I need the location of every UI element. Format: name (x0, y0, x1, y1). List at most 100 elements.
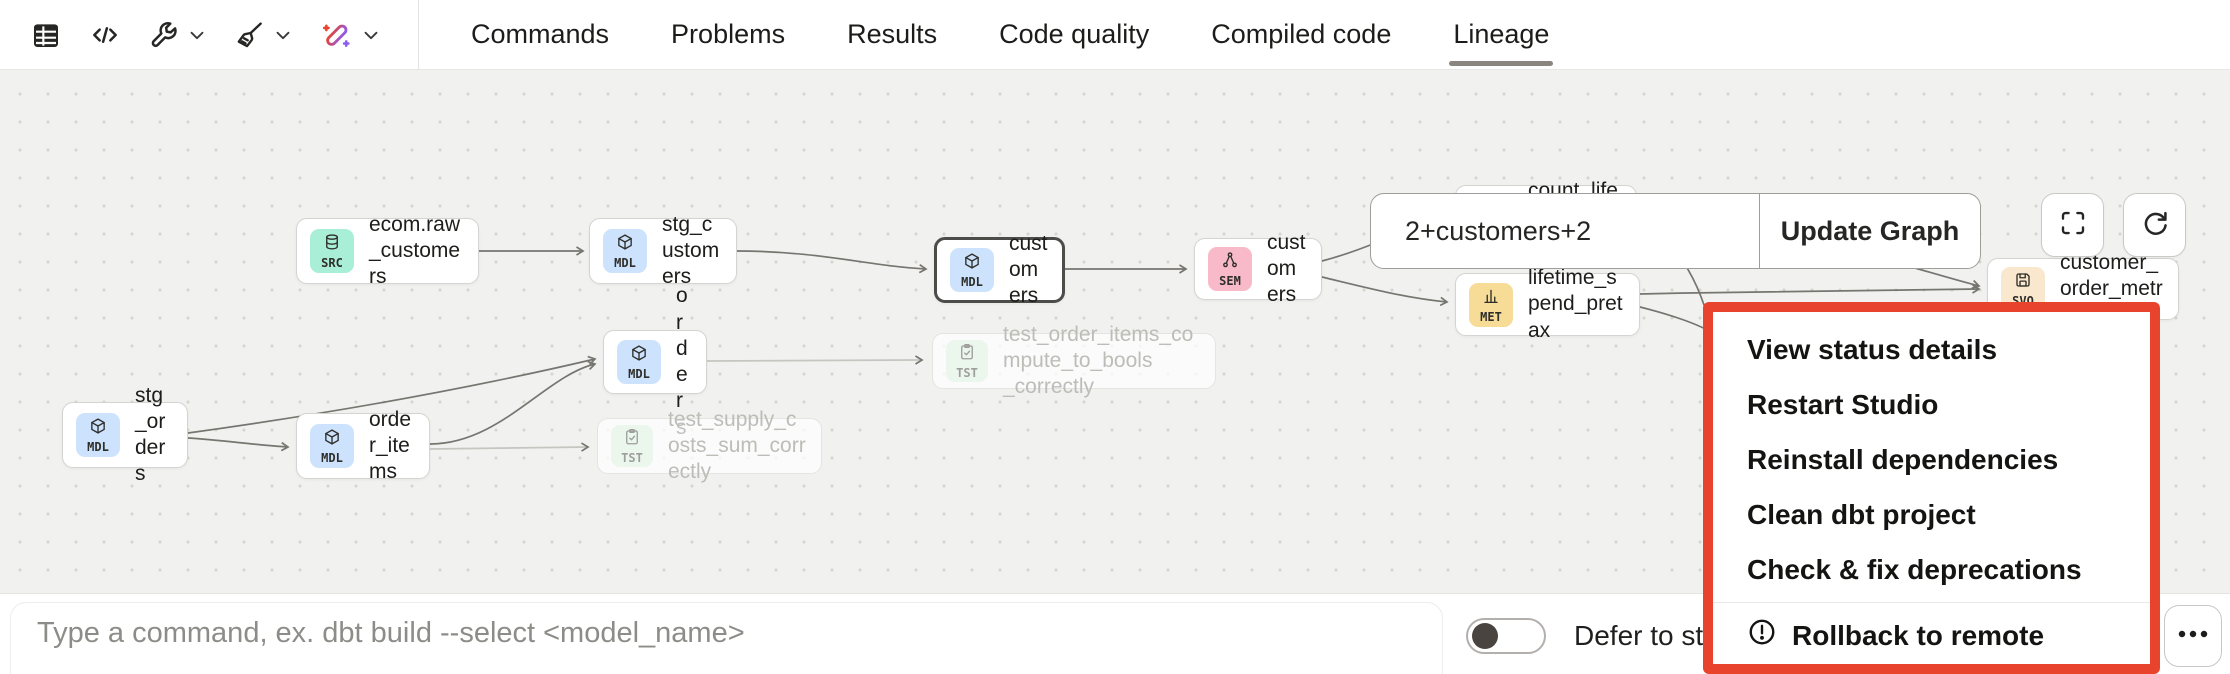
wrench-icon (148, 19, 180, 51)
node-type-label: MDL (961, 275, 983, 289)
node-type-badge: SRC (310, 229, 354, 273)
cube-icon (616, 233, 634, 256)
menu-item-check-fix-deprecations[interactable]: Check & fix deprecations (1713, 542, 2150, 597)
defer-toggle[interactable] (1466, 618, 1546, 654)
menu-item-label: Reinstall dependencies (1747, 443, 2059, 475)
table-icon (30, 19, 62, 51)
refresh-button[interactable] (2123, 193, 2186, 257)
chevron-down-icon (360, 24, 382, 46)
edge-lifetime-spend-pretax-to-junction (1639, 306, 1710, 332)
menu-item-clean-dbt-project[interactable]: Clean dbt project (1713, 487, 2150, 542)
graph-node-stg-orders[interactable]: MDL stg_orders (62, 384, 188, 485)
node-label: test_order_items_compute_to_bools _corre… (1003, 322, 1194, 399)
menu-item-label: View status details (1747, 333, 1998, 365)
node-label: stg_orders (135, 383, 166, 486)
menu-divider (1713, 602, 2150, 603)
node-type-label: SEM (1219, 274, 1241, 288)
edge-lifetime-spend-pretax-to-customer-order-metrics (1639, 284, 1981, 295)
fullscreen-button[interactable] (2041, 193, 2104, 257)
tab-results[interactable]: Results (847, 19, 938, 49)
chevron-down-icon (186, 24, 208, 46)
tab-commands[interactable]: Commands (471, 19, 610, 49)
node-type-label: MDL (321, 451, 343, 465)
node-type-badge: MET (1469, 282, 1513, 327)
top-toolbar: Commands Problems Results Code quality Compi… (0, 0, 2230, 70)
graph-node-orders[interactable]: MDLorders (603, 284, 707, 439)
menu-item-label: Rollback to remote (1792, 619, 2045, 651)
ai-fix-button[interactable] (320, 18, 382, 52)
menu-item-rollback-to-remote[interactable]: Rollback to remote (1713, 608, 2150, 663)
lineage-edges (187, 212, 1981, 452)
test-icon (623, 428, 641, 451)
graph-node-test-supply-costs[interactable]: TST test_supply_costs_sum_correctly (597, 408, 822, 483)
graph-selector-bar: Update Graph (1370, 193, 1981, 269)
editor-icon-group (0, 0, 418, 69)
edge-stg-orders-to-orders (187, 355, 597, 434)
graph-node-test-order-items[interactable]: TST test_order_items_compute_to_bools _co… (932, 323, 1216, 398)
magic-wand-icon (320, 18, 354, 52)
node-type-badge: MDL (310, 424, 354, 468)
cube-icon (963, 252, 981, 275)
node-type-label: SRC (321, 256, 343, 270)
menu-item-view-status-details[interactable]: View status details (1713, 322, 2150, 377)
edge-stg-customers-to-customers-model (736, 250, 928, 274)
node-type-label: TST (956, 366, 978, 380)
refresh-icon (2139, 207, 2171, 244)
node-label: customers (1267, 230, 1306, 307)
chevron-down-icon (272, 24, 294, 46)
code-view-button[interactable] (88, 19, 122, 51)
node-label: order_items (369, 407, 412, 484)
menu-item-label: Clean dbt project (1747, 498, 1976, 530)
cube-icon (89, 417, 107, 440)
database-icon (323, 233, 341, 256)
node-type-badge: MDL (617, 340, 661, 384)
tab-problems[interactable]: Problems (671, 19, 786, 49)
build-tools-button[interactable] (148, 19, 208, 51)
table-view-button[interactable] (30, 19, 62, 51)
edge-order-items-to-orders (429, 360, 597, 445)
menu-item-reinstall-dependencies[interactable]: Reinstall dependencies (1713, 432, 2150, 487)
node-label: lifetime_spend_pretax (1528, 266, 1623, 342)
node-type-label: MDL (614, 256, 636, 270)
alert-circle-icon (1747, 617, 1777, 654)
selector-input[interactable] (1371, 194, 1759, 268)
toggle-knob (1472, 623, 1498, 649)
node-type-badge: MDL (603, 229, 647, 273)
code-icon (88, 19, 122, 51)
saved-query-icon (2014, 271, 2032, 294)
toolbar-divider (418, 0, 419, 70)
node-type-badge: TST (946, 340, 988, 382)
edge-order-items-to-test-supply-costs (429, 442, 590, 452)
update-graph-button[interactable]: Update Graph (1759, 194, 1980, 268)
more-options-button[interactable] (2164, 605, 2222, 667)
graph-node-order-items[interactable]: MDL order_items (296, 408, 430, 483)
menu-item-restart-studio[interactable]: Restart Studio (1713, 377, 2150, 432)
node-label: test_supply_costs_sum_correctly (668, 407, 806, 484)
tab-compiled-code[interactable]: Compiled code (1211, 19, 1392, 49)
node-type-badge: MDL (76, 413, 120, 457)
node-label: ecom.raw_customers (369, 212, 461, 289)
graph-node-customers-semantic[interactable]: SEM customers (1194, 231, 1322, 306)
metric-icon (1482, 287, 1500, 310)
graph-node-ecom-raw-customers[interactable]: SRC ecom.raw_customers (296, 213, 479, 288)
node-type-badge: MDL (950, 248, 994, 292)
graph-node-lifetime-spend-pretax[interactable]: MET lifetime_spend_pretax (1455, 266, 1640, 342)
menu-item-label: Restart Studio (1747, 388, 1939, 420)
menu-item-label: Check & fix deprecations (1747, 553, 2082, 585)
edge-customers-semantic-to-lifetime-spend-pretax (1321, 276, 1449, 307)
tab-code-quality[interactable]: Code quality (999, 19, 1150, 49)
tab-lineage[interactable]: Lineage (1449, 0, 1554, 69)
edge-stg-orders-to-order-items (187, 437, 290, 452)
node-type-badge: TST (611, 425, 653, 467)
command-input[interactable] (10, 602, 1443, 674)
test-icon (958, 343, 976, 366)
ellipsis-icon (2176, 627, 2210, 645)
node-type-label: MDL (628, 367, 650, 381)
broom-icon (234, 19, 266, 51)
edge-orders-to-test-order-items (706, 355, 924, 365)
cleanup-tools-button[interactable] (234, 19, 294, 51)
